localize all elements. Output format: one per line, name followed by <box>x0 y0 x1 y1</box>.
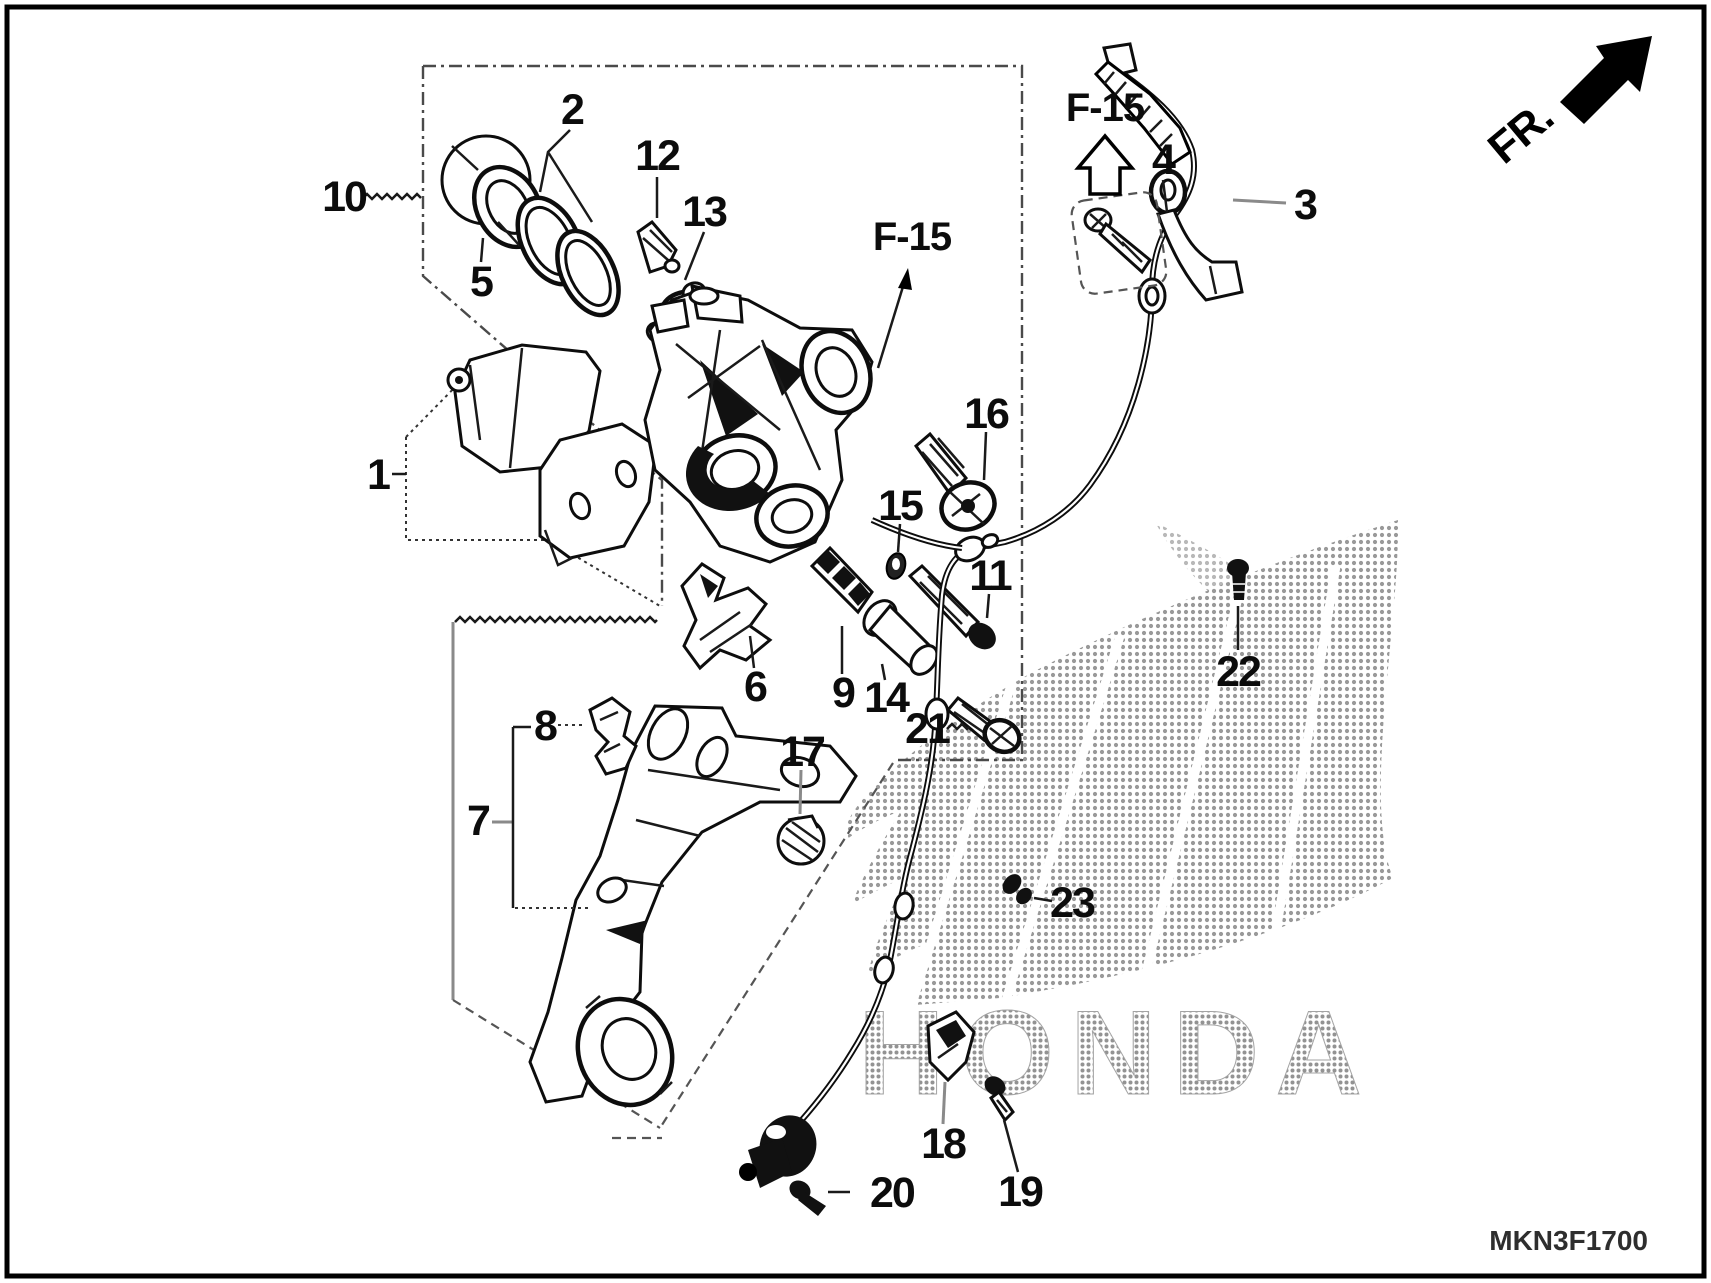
part-drawing-seals-2[interactable] <box>505 187 631 324</box>
ref-f15-caliper: F-15 <box>873 215 953 369</box>
part-drawing-bolt-21[interactable] <box>945 695 1025 758</box>
part-drawing-clamp-18[interactable] <box>926 1010 976 1083</box>
part-drawing-boot-9[interactable] <box>809 545 874 615</box>
arrowhead-icon <box>898 268 912 290</box>
callout-15[interactable]: 15 <box>878 482 925 553</box>
page-border <box>4 4 1707 1279</box>
zigzag-boundary <box>454 615 658 624</box>
part-callout-13[interactable]: 13 <box>682 188 729 236</box>
callout-21[interactable]: 21 <box>905 705 970 753</box>
group10-boundary <box>423 64 1024 762</box>
callout-22[interactable]: 22 <box>1216 606 1263 696</box>
part-callout-2[interactable]: 2 <box>561 86 586 134</box>
part-callout-23[interactable]: 23 <box>1050 879 1097 927</box>
part-callout-5[interactable]: 5 <box>470 258 495 306</box>
part-drawing-screw-20[interactable] <box>786 1177 826 1216</box>
part-drawing-grommet-15[interactable] <box>884 551 908 581</box>
pads-boundary-top <box>405 371 471 438</box>
part-callout-11[interactable]: 11 <box>969 552 1014 600</box>
callout-6[interactable]: 6 <box>744 635 769 711</box>
callout-10[interactable]: 10 <box>322 173 422 221</box>
ref-f15-upper: F-15 <box>1066 86 1146 196</box>
part-drawing-caliper-body[interactable] <box>643 284 882 564</box>
part-callout-20[interactable]: 20 <box>870 1169 917 1217</box>
ref-f15-caliper-label: F-15 <box>873 215 952 259</box>
part-drawing-retainer-8[interactable] <box>588 696 638 776</box>
part-drawing-clip-23[interactable] <box>999 870 1035 907</box>
part-drawing-spring-6[interactable] <box>680 562 773 671</box>
part-drawing-bracket-7[interactable] <box>528 702 858 1119</box>
part-callout-1[interactable]: 1 <box>367 451 392 499</box>
part-callout-7[interactable]: 7 <box>467 797 492 845</box>
part-callout-19[interactable]: 19 <box>998 1168 1045 1216</box>
part-callout-22[interactable]: 22 <box>1216 648 1263 696</box>
callout-1[interactable]: 1 <box>367 451 406 499</box>
front-direction-marker: FR. <box>1479 36 1652 173</box>
part-drawing-bleeder-12[interactable] <box>636 219 681 274</box>
part-callout-6[interactable]: 6 <box>744 663 769 711</box>
part-callout-21[interactable]: 21 <box>905 705 952 753</box>
part-callout-8[interactable]: 8 <box>534 702 559 750</box>
up-arrow-icon <box>1074 133 1136 196</box>
diagram-code: MKN3F1700 <box>1489 1225 1648 1256</box>
part-drawing-bolt-f15[interactable] <box>1070 190 1168 295</box>
callout-3[interactable]: 3 <box>1232 181 1319 229</box>
part-callout-9[interactable]: 9 <box>832 669 857 717</box>
part-drawing-sensor-wire-3[interactable] <box>797 42 1197 1124</box>
boundary-diagonal-right <box>659 762 894 1129</box>
callout-9[interactable]: 9 <box>832 626 857 717</box>
callout-16[interactable]: 16 <box>964 390 1011 481</box>
callout-8[interactable]: 8 <box>534 702 586 750</box>
part-callout-18[interactable]: 18 <box>921 1120 968 1168</box>
part-drawing-bolt-22[interactable] <box>1227 559 1249 600</box>
callout-17[interactable]: 17 <box>780 728 827 815</box>
part-callout-10[interactable]: 10 <box>322 173 369 221</box>
part-drawing-bolt-16[interactable] <box>913 431 1002 537</box>
callouts-layer: 1 2 3 4 5 6 7 8 <box>322 86 1319 1217</box>
part-callout-17[interactable]: 17 <box>780 728 827 776</box>
callout-4[interactable]: 4 <box>1152 136 1178 213</box>
part-drawing-sensor-head[interactable] <box>739 1107 826 1188</box>
callout-12[interactable]: 12 <box>635 132 682 218</box>
callout-7[interactable]: 7 <box>467 725 592 909</box>
callout-14[interactable]: 14 <box>864 663 912 722</box>
callout-5[interactable]: 5 <box>470 237 495 306</box>
callout-13[interactable]: 13 <box>682 188 729 281</box>
part-callout-3[interactable]: 3 <box>1294 181 1319 229</box>
front-arrow-icon <box>1560 36 1652 124</box>
callout-18[interactable]: 18 <box>921 1081 968 1168</box>
callout-11[interactable]: 11 <box>969 552 1014 619</box>
callout-20[interactable]: 20 <box>828 1169 917 1217</box>
pads-boundary <box>405 437 661 607</box>
part-callout-15[interactable]: 15 <box>878 482 925 530</box>
part-callout-16[interactable]: 16 <box>964 390 1011 438</box>
part-callout-12[interactable]: 12 <box>635 132 682 180</box>
part-callout-14[interactable]: 14 <box>864 674 912 722</box>
part-callout-4[interactable]: 4 <box>1152 136 1178 184</box>
part-drawing-slide-pin-14[interactable] <box>857 594 942 679</box>
part-drawing-pads-1[interactable] <box>446 343 658 567</box>
callout-19[interactable]: 19 <box>998 1119 1045 1216</box>
part-drawing-boot-17[interactable] <box>776 814 826 866</box>
part-drawing-stay-4[interactable] <box>1148 168 1244 302</box>
callout-2[interactable]: 2 <box>538 86 594 223</box>
ref-f15-upper-label: F-15 <box>1066 86 1145 130</box>
front-label: FR. <box>1479 92 1563 173</box>
callout-23[interactable]: 23 <box>1033 879 1097 927</box>
